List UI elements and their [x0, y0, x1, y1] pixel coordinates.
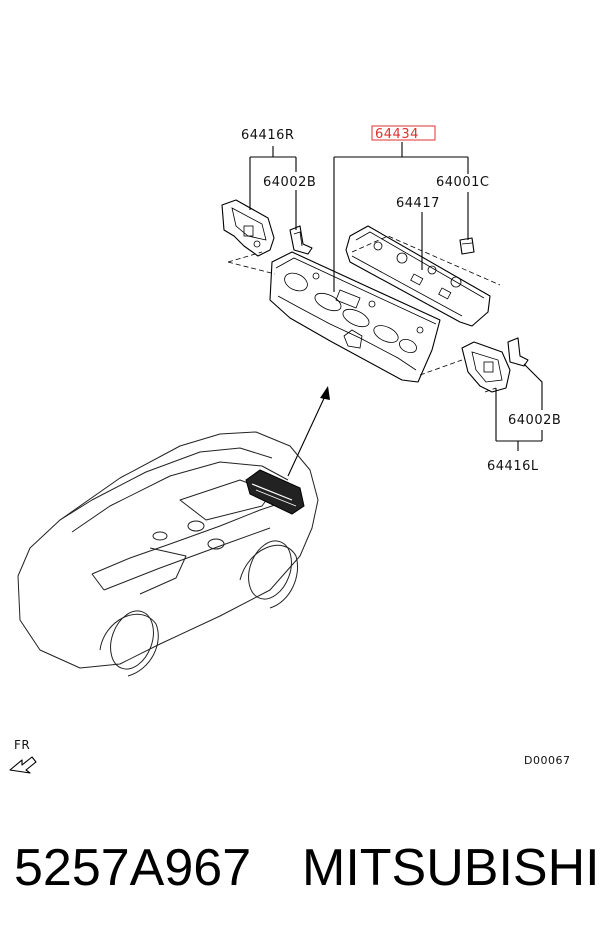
- clip-64001c: [459, 237, 475, 255]
- clip-64002b-bottom: [507, 337, 529, 367]
- label-64001c[interactable]: 64001C: [436, 175, 489, 190]
- part-number[interactable]: 5257A967: [14, 839, 252, 897]
- highlight-box-64434: [371, 125, 436, 141]
- label-64434[interactable]: 64434: [375, 127, 419, 142]
- diagram-code: D00067: [524, 754, 570, 767]
- bracket-64416l: [461, 341, 511, 393]
- front-arrow-icon: [9, 756, 37, 774]
- leader-lines: [249, 142, 543, 451]
- bracket-64416r: [221, 199, 275, 257]
- brand-name: MITSUBISHI: [302, 839, 600, 897]
- rear-panel-64434: [269, 251, 441, 383]
- footer: 5257A967 MITSUBISHI: [0, 820, 600, 930]
- location-arrow: [287, 386, 330, 477]
- label-64416l[interactable]: 64416L: [487, 459, 539, 474]
- label-64417[interactable]: 64417: [396, 196, 440, 211]
- front-indicator-label: FR: [14, 738, 30, 752]
- label-64002b-bottom[interactable]: 64002B: [508, 413, 561, 428]
- label-64416r[interactable]: 64416R: [241, 128, 294, 143]
- vehicle-outline: [17, 431, 319, 677]
- reinforcement-64417: [345, 225, 491, 327]
- front-indicator: FR: [9, 738, 37, 774]
- assembly-guide-lines: [227, 235, 501, 393]
- clip-64002b-top: [289, 225, 313, 255]
- label-64002b-top[interactable]: 64002B: [263, 175, 316, 190]
- parts-diagram: 64416R 64434 64002B 64001C 64417 64002B …: [9, 125, 570, 774]
